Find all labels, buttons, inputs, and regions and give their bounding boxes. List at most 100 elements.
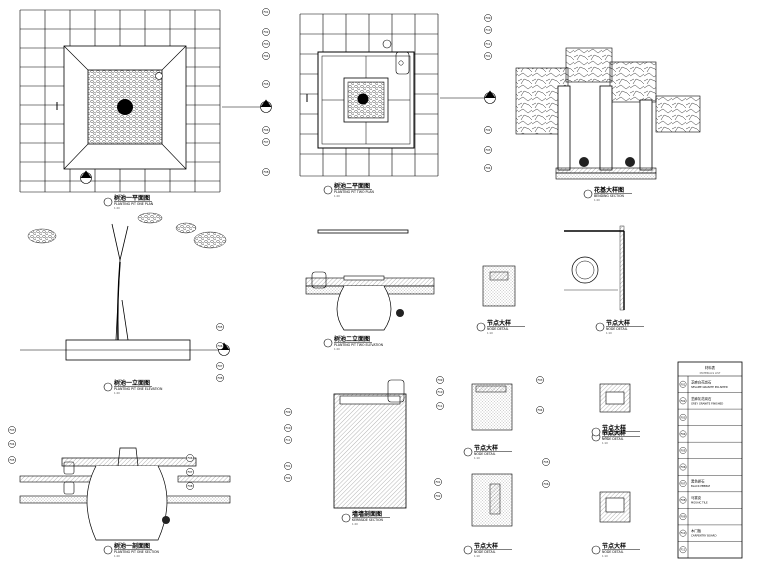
drawing-title-en: PLANTING PIT ONE PLAN	[114, 202, 154, 206]
drawing-title-en: NODE DETAIL	[602, 432, 624, 436]
drawing-title-cn: 节点大样	[602, 429, 626, 437]
title-index-circle	[583, 189, 593, 199]
drawing-title-cn: 树池一剖面图	[114, 542, 150, 550]
material-tag: F07	[262, 138, 270, 146]
drawing-scale: 1:20	[352, 522, 358, 526]
material-tag-circle	[262, 80, 270, 88]
section-cut-marker	[260, 99, 272, 113]
node-detail-c	[471, 383, 513, 431]
drawing-title-cn: 树池二平面图	[334, 182, 370, 190]
drawing-title-cn: 花基大样图	[594, 186, 624, 194]
material-tag: F08	[186, 482, 194, 490]
drawing-scale: 1:10	[602, 554, 608, 558]
material-tag-code: F07	[264, 140, 269, 144]
material-tag-circle	[484, 14, 492, 22]
material-tag-circle	[284, 408, 292, 416]
material-tag-code: F05	[544, 460, 549, 464]
material-code: F10	[681, 531, 686, 535]
material-tag-circle	[484, 26, 492, 34]
material-tag-circle	[434, 492, 442, 500]
material-row: F05	[678, 441, 742, 454]
material-code-circle	[679, 546, 687, 554]
material-tag-code: F02	[286, 476, 291, 480]
material-name-cn: 木门板	[691, 528, 702, 533]
drawing-title-cn: 节点大样	[474, 444, 498, 452]
material-name-cn: 马赛克	[691, 495, 702, 500]
material-tag-code: F06	[188, 456, 193, 460]
material-tag-circle	[216, 323, 224, 331]
material-tag-code: F06	[218, 344, 223, 348]
material-tag-circle	[484, 40, 492, 48]
material-table-title-cn: 材料表	[705, 365, 716, 370]
material-tag: F02	[484, 126, 492, 134]
material-tag-code: F02	[264, 30, 269, 34]
material-code-circle	[679, 447, 687, 454]
material-tag: F08	[262, 168, 270, 176]
material-tag: F06	[186, 454, 194, 462]
material-code-circle	[679, 513, 687, 521]
node-detail-e	[599, 383, 631, 413]
material-tag-circle	[484, 52, 492, 60]
material-table-title-en: MATERIALS LIST	[700, 371, 721, 375]
material-tag-code: F02	[436, 494, 441, 498]
drawing-scale: 1:10	[602, 441, 608, 445]
material-tag-circle	[262, 52, 270, 60]
material-tag-circle	[186, 468, 194, 476]
material-tag: F08	[216, 374, 224, 382]
material-tag-code: F11	[438, 404, 443, 408]
material-tag-code: F06	[264, 128, 269, 132]
material-tag: F06	[262, 126, 270, 134]
material-tag: F05	[262, 80, 270, 88]
material-tag-code: F06	[544, 482, 549, 486]
material-tag-code: F11	[286, 438, 291, 442]
drawing-scale: 1:10	[606, 331, 612, 335]
material-tag-code: F01	[286, 464, 291, 468]
material-tag-code: F09	[438, 378, 443, 382]
section-cut-marker	[484, 90, 496, 104]
drawing-title-cn: 树池一立面图	[114, 379, 150, 387]
material-code: F11	[681, 548, 686, 552]
material-name-en: CARPENTRY BOARD	[691, 534, 716, 538]
title-index-circle	[323, 185, 333, 195]
material-tag: F06	[542, 480, 550, 488]
material-tag: F02	[284, 474, 292, 482]
pit-two-elevation	[305, 229, 435, 331]
material-tag: F04	[262, 52, 270, 60]
material-tag: F01	[284, 462, 292, 470]
material-tag: F09	[436, 376, 444, 384]
material-tag: F11	[284, 436, 292, 444]
material-tag-code: F05	[10, 458, 15, 462]
material-tag-circle	[484, 146, 492, 154]
material-tag-circle	[484, 126, 492, 134]
drawing-scale: 1:10	[474, 456, 480, 460]
drawing-title-en: PLANTING PIT ONE SECTION	[114, 550, 159, 554]
section-cut-marker	[80, 170, 92, 184]
material-tag: F09	[284, 408, 292, 416]
material-tag: F07	[186, 468, 194, 476]
title-index-circle	[323, 338, 333, 348]
material-tag-code: F03	[10, 428, 15, 432]
material-name-en: SESAME GRANITE POLISHED	[691, 385, 728, 389]
title-index-circle	[595, 322, 605, 332]
material-code: F03	[681, 415, 686, 419]
title-index-circle	[103, 382, 113, 392]
material-tag-code: F04	[486, 166, 491, 170]
drawing-title-en: NODE DETAIL	[602, 550, 624, 554]
material-tag: F07	[216, 362, 224, 370]
drawing-scale: 1:20	[114, 206, 120, 210]
material-code-circle	[679, 413, 687, 421]
material-tag: F04	[8, 440, 16, 448]
drawing-title-cn: 节点大样	[602, 542, 626, 550]
material-tag-code: F08	[218, 376, 223, 380]
drawing-scale: 1:20	[114, 554, 120, 558]
